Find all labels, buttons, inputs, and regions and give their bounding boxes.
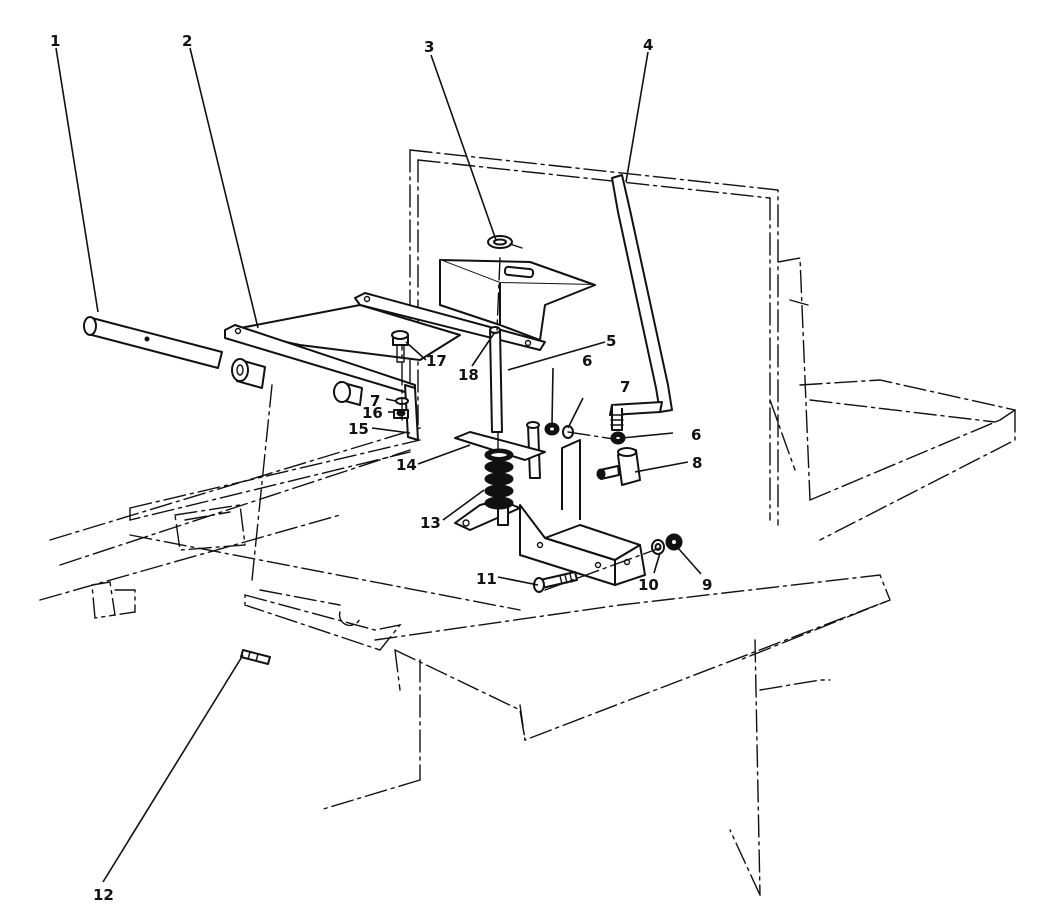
bolt-11 (533, 571, 578, 593)
upper-plate-assembly (224, 259, 596, 441)
callout-5: 5 (606, 332, 616, 350)
washer-10 (651, 539, 665, 555)
bent-link-rod (609, 174, 673, 431)
callout-17: 17 (426, 352, 447, 370)
clevis-pin (596, 447, 641, 486)
callout-16: 16 (362, 404, 383, 422)
main-bracket (519, 439, 646, 586)
nut-9 (665, 533, 683, 551)
callout-7a: 7 (370, 392, 380, 410)
compression-spring (484, 448, 514, 510)
callout-15: 15 (348, 420, 369, 438)
leader-lines (55, 47, 702, 883)
callout-6b: 6 (691, 426, 701, 444)
callout-13: 13 (420, 514, 441, 532)
callout-7b: 7 (620, 378, 630, 396)
phantom-centerlines (251, 257, 661, 591)
callout-18: 18 (458, 366, 479, 384)
callout-6a: 6 (582, 352, 592, 370)
ring-pin (487, 235, 523, 249)
callout-labels: 1 2 3 4 5 6 6 7 7 8 9 10 11 12 13 14 15 … (50, 32, 712, 904)
callout-12: 12 (93, 886, 114, 904)
callout-4: 4 (643, 36, 653, 54)
callout-10: 10 (638, 576, 659, 594)
callout-14: 14 (396, 456, 417, 474)
callout-8: 8 (692, 454, 702, 472)
hex-bolt (391, 330, 409, 363)
pivot-bushing (231, 358, 363, 406)
roll-pin (240, 649, 271, 665)
callout-1: 1 (50, 32, 60, 50)
callout-2: 2 (182, 32, 192, 50)
callout-11: 11 (476, 570, 497, 588)
callout-9: 9 (702, 576, 712, 594)
callout-3: 3 (424, 38, 434, 56)
pivot-rod (83, 316, 223, 369)
deck-frame-phantom (39, 149, 1016, 896)
